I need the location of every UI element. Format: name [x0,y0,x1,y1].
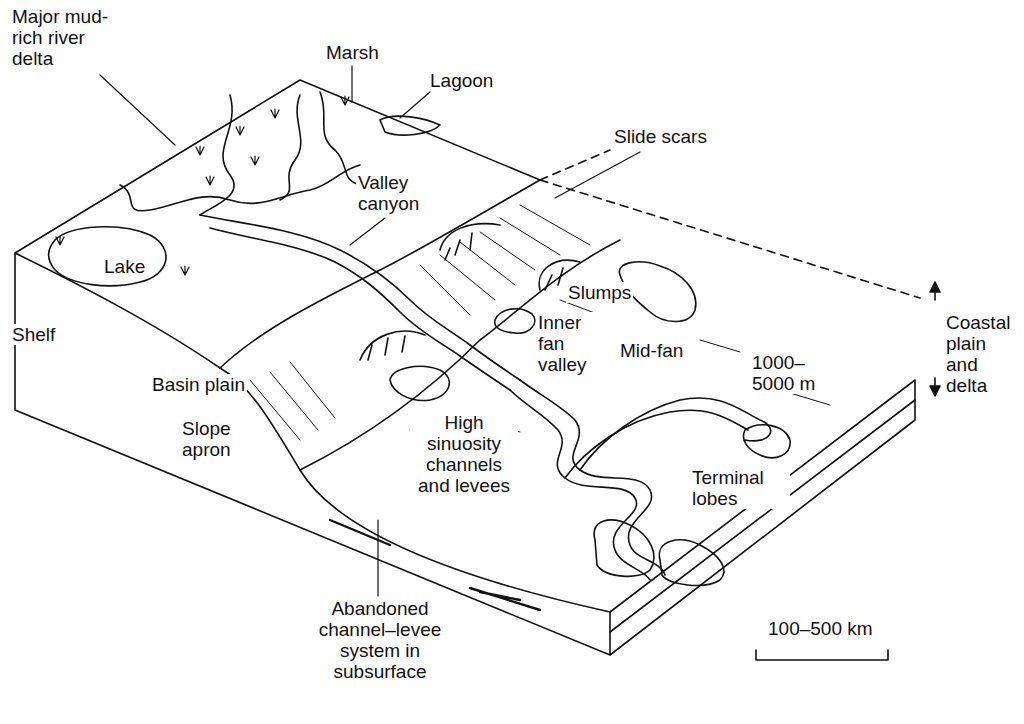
feature-label: Mid-fan [618,340,685,361]
feature-label: Shelf [10,324,114,345]
valley-canyon [200,215,520,380]
coastline [120,165,360,211]
slump [390,366,449,400]
river [280,92,360,200]
slump [495,309,535,333]
valley-canyon [210,228,510,390]
feature-label: Terminal lobes [690,467,790,509]
feature-label: Major mud-rich river delta [10,6,129,69]
leader-line [100,66,640,596]
lagoon [380,116,440,135]
feature-label: Abandoned channel–levee system in subsur… [298,598,462,682]
slide-scar [440,224,500,260]
feature-label: 100–500 km [766,618,875,639]
feature-label: Slope apron [180,418,262,460]
terminal-lobe [594,520,654,576]
feature-label: Slide scars [612,126,709,147]
feature-label: Lagoon [428,70,495,91]
feature-label: Inner fan valley [536,312,602,375]
marsh-symbols [56,96,349,275]
feature-label: Coastal plain and delta [944,312,1016,396]
lake [49,227,166,286]
scale-bar [756,650,888,660]
channel-levee [580,398,771,470]
terminal-lobe [659,540,724,585]
layer-line [610,400,915,632]
feature-label: 1000–5000 m [750,352,826,394]
depth-arrows [934,290,936,388]
channel-levee [510,390,650,580]
channel-levee [520,380,665,575]
slide-scar [360,331,425,360]
depth-arrowheads [930,282,940,396]
feature-label: Lake [102,256,147,277]
river [200,95,234,215]
feature-label: High sinuosity channels and levees [410,412,518,496]
feature-label: Valley canyon [356,172,432,214]
feature-label: Basin plain [150,374,247,395]
feature-label: Marsh [324,42,381,63]
terminal-lobe [743,425,790,458]
back-edge-dashed [540,150,920,298]
feature-label: Slumps [566,282,633,303]
block-outline [15,80,915,655]
subsurface-channel [330,520,540,610]
